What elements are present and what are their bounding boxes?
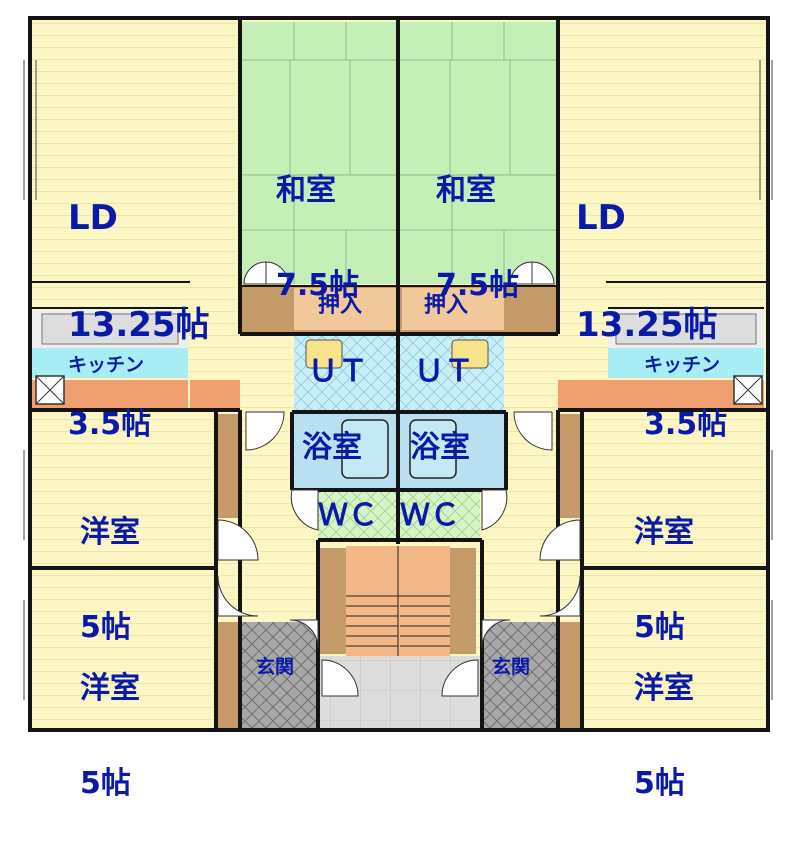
ld-left-label: LD 13.25帖 <box>68 130 210 416</box>
youshitsu-ur-size: 5帖 <box>634 609 685 645</box>
kitchen-right-size: 3.5帖 <box>644 407 728 443</box>
youshitsu-ul-label: 洋室 5帖 <box>80 454 140 706</box>
kitchen-right-label: キッチン 3.5帖 <box>644 322 727 474</box>
wc-left-label: ＷＣ <box>318 498 378 533</box>
youshitsu-ur-name: 洋室 <box>634 515 694 550</box>
ut-left-label: ＵＴ <box>308 354 368 389</box>
kitchen-right-name: キッチン <box>644 353 721 376</box>
youshitsu-lr-name: 洋室 <box>634 671 694 706</box>
kitchen-left-size: 3.5帖 <box>68 407 152 443</box>
ld-left-name: LD <box>68 198 118 239</box>
kitchen-left-label: キッチン 3.5帖 <box>68 322 151 474</box>
ld-right-label: LD 13.25帖 <box>576 130 718 416</box>
bath-right-label: 浴室 <box>410 430 470 465</box>
bath-left-label: 浴室 <box>302 430 362 465</box>
ld-right-name: LD <box>576 198 626 239</box>
youshitsu-lr-label: 洋室 5帖 <box>634 610 694 862</box>
youshitsu-ul-name: 洋室 <box>80 515 140 550</box>
ut-right-label: ＵＴ <box>414 354 474 389</box>
washitsu-left-name: 和室 <box>276 173 336 208</box>
youshitsu-ur-label: 洋室 5帖 <box>634 454 694 706</box>
genkan-left-label: 玄関 <box>256 656 295 678</box>
ld-right-size: 13.25帖 <box>576 305 718 346</box>
washitsu-left-label: 和室 7.5帖 <box>276 112 359 364</box>
wc-right-label: ＷＣ <box>400 498 460 533</box>
ld-left-size: 13.25帖 <box>68 305 210 346</box>
floor-plan-drawing <box>23 16 773 732</box>
floor-plan: LD 13.25帖 LD 13.25帖 和室 7.5帖 和室 7.5帖 押入 押… <box>23 16 773 799</box>
washitsu-right-name: 和室 <box>436 173 496 208</box>
genkan-right-label: 玄関 <box>492 656 531 678</box>
youshitsu-ll-label: 洋室 5帖 <box>80 610 140 862</box>
washitsu-right-label: 和室 7.5帖 <box>436 112 519 364</box>
washitsu-right-size: 7.5帖 <box>436 267 520 303</box>
oshiire-left-label: 押入 <box>318 293 363 318</box>
youshitsu-ll-name: 洋室 <box>80 671 140 706</box>
kitchen-left-name: キッチン <box>68 353 145 376</box>
youshitsu-lr-size: 5帖 <box>634 765 685 801</box>
washitsu-left-size: 7.5帖 <box>276 267 360 303</box>
youshitsu-ul-size: 5帖 <box>80 609 131 645</box>
youshitsu-ll-size: 5帖 <box>80 765 131 801</box>
oshiire-right-label: 押入 <box>424 293 469 318</box>
